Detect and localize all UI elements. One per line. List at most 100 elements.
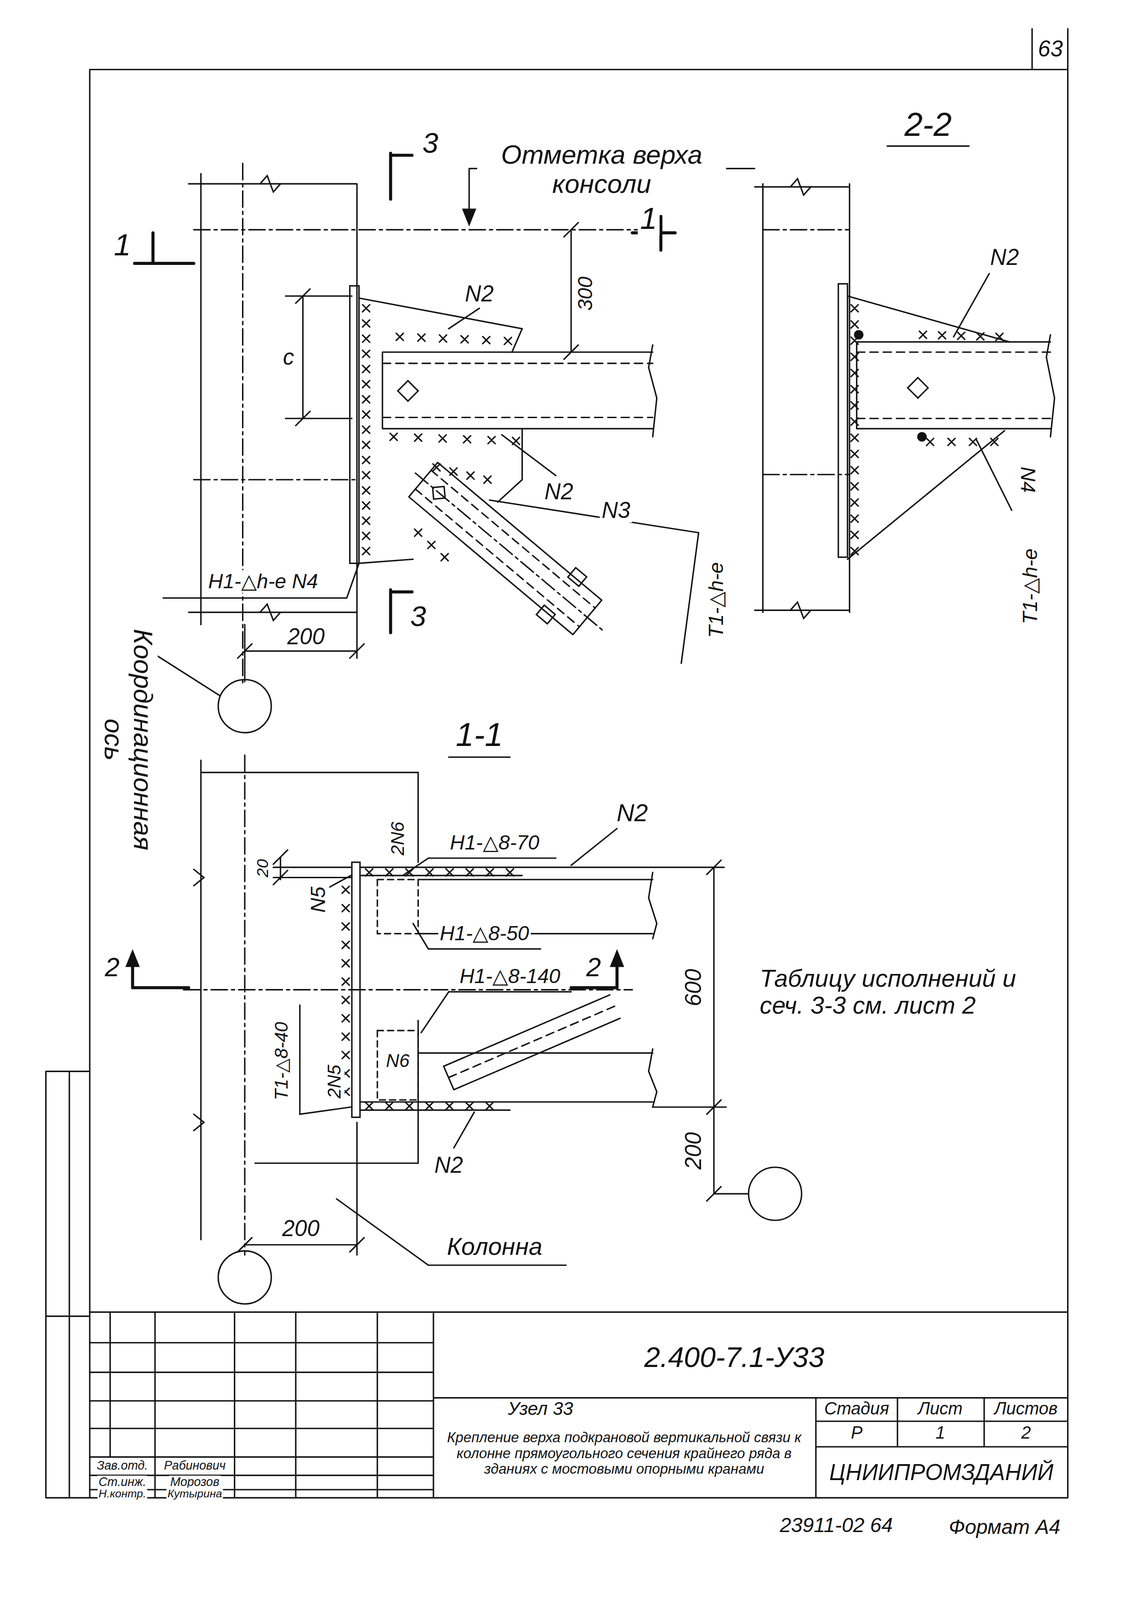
- sheet-number: 63: [1036, 36, 1065, 62]
- weld-marks-part: [365, 1102, 494, 1110]
- main-view-part: [382, 345, 657, 437]
- weld-symbol: Т1-△h-е: [704, 560, 728, 640]
- section-2-2-part: [763, 229, 850, 475]
- weld-symbol: Н1-△8-50: [438, 922, 531, 945]
- weld-marks-part: [851, 304, 859, 555]
- title-block: [89, 1311, 1069, 1498]
- organization: ЦНИИПРОМЗДАНИЙ: [827, 1459, 1055, 1484]
- main-view: [134, 153, 755, 733]
- main-view-part-part: [415, 473, 603, 631]
- sheet-code: 23911-02 64: [778, 1513, 895, 1536]
- callout-number: N2: [614, 799, 651, 827]
- weld-symbol: Н1-△8-70: [448, 830, 542, 854]
- section-2-2: [754, 145, 1055, 619]
- weld-marks-part: [414, 528, 449, 561]
- section-1-1-part: [448, 1005, 615, 1078]
- section-2-2-part: [856, 334, 1055, 437]
- weld-marks-part: [919, 330, 1003, 341]
- drawing-title: Крепление верха подкрановой вертикальной…: [439, 1429, 809, 1477]
- weld-symbol: Т1-△8-40: [271, 1020, 292, 1102]
- main-view-part: [395, 449, 623, 654]
- note: Таблицу исполнений и сеч. 3-3 см. лист 2: [758, 964, 1058, 1019]
- main-view-part: [193, 163, 643, 684]
- table-cell: Лист: [916, 1398, 965, 1419]
- section-mark: 2: [102, 952, 122, 982]
- table-cell: Н.контр.: [97, 1486, 147, 1500]
- level-note: Отметка верха консоли: [477, 139, 727, 199]
- dimension-text: 200: [285, 624, 327, 649]
- section-2-2-part: [838, 283, 848, 558]
- section-1-1-part: [351, 861, 361, 1117]
- main-view-part: [390, 153, 413, 633]
- section-1-1-part: [299, 828, 618, 1148]
- sheet-frame: [46, 28, 1069, 1498]
- table-cell: Кутырина: [166, 1486, 223, 1500]
- section-mark: 2: [583, 952, 604, 982]
- section-1-1-part: [336, 1198, 566, 1265]
- weld-marks-part: [362, 304, 370, 555]
- section-2-2-part: [754, 178, 850, 619]
- section-1-1-part: [360, 866, 725, 1110]
- weld-marks-part: [926, 438, 999, 446]
- section-1-1-part: [377, 1030, 418, 1100]
- callout-number: N6: [384, 1050, 412, 1071]
- section-1-1-part: [126, 950, 624, 967]
- dimension-text: 20: [254, 857, 273, 879]
- table-cell: Зав.отд.: [95, 1458, 149, 1473]
- main-view-part: [349, 285, 359, 564]
- weld-marks-part: [433, 463, 492, 484]
- weld-symbol: Н1-△h-е N4: [206, 570, 320, 593]
- section-2-2-part: [887, 145, 970, 147]
- table-cell: Стадия: [822, 1398, 891, 1419]
- drawing-title: Узел 33: [506, 1398, 575, 1419]
- dimension-text: 200: [681, 1130, 706, 1172]
- section-1-1-part: [132, 964, 618, 988]
- callout-number: N2: [542, 479, 576, 504]
- main-view-part-part: [567, 567, 587, 587]
- weld-symbol: Т1-△h-е: [1018, 546, 1042, 626]
- section-2-2-part: [847, 295, 1010, 559]
- section-1-1-part: [448, 756, 510, 758]
- section-1-1-part: [183, 754, 633, 1255]
- document-code: 2.400-7.1-У33: [641, 1340, 827, 1373]
- section-mark: 3: [420, 127, 441, 159]
- view-title: 1-1: [453, 716, 506, 753]
- section-1-1-part: [748, 1166, 802, 1220]
- main-view-part: [382, 363, 653, 418]
- section-1-1-part: [443, 994, 620, 1090]
- dimension-text: 600: [681, 966, 706, 1008]
- main-view-part: [153, 652, 221, 696]
- section-mark: 3: [407, 600, 429, 632]
- main-view-part: [134, 216, 676, 264]
- main-view-part: [218, 679, 272, 733]
- weld-marks-part: [396, 333, 512, 345]
- table-cell: 1: [933, 1423, 947, 1443]
- dimension-text: с: [281, 344, 296, 370]
- callout-number: N2: [463, 281, 496, 306]
- main-view-part: [163, 308, 699, 664]
- section-1-1-part: [218, 1250, 272, 1304]
- section-2-2-part: [854, 330, 863, 339]
- section-2-2-part: [856, 351, 1051, 418]
- section-1-1: [126, 754, 802, 1304]
- section-1-1-part: [652, 860, 749, 1201]
- callout-number: N2: [432, 1152, 465, 1177]
- section-1-1-part: [377, 879, 418, 934]
- section-mark: 1: [111, 227, 134, 262]
- part-name: Колонна: [444, 1233, 545, 1260]
- section-2-2-part: [907, 377, 929, 398]
- sheet-format: Формат А4: [947, 1515, 1063, 1538]
- callout-number: 2N6: [387, 820, 408, 857]
- section-2-2-part: [953, 273, 1012, 511]
- section-1-1-part: [273, 849, 352, 885]
- sheet-frame-part: [46, 28, 1069, 1498]
- weld-symbol: Н1-△8-140: [458, 964, 563, 988]
- main-view-part: [463, 209, 476, 225]
- section-mark: 1: [637, 201, 660, 236]
- callout-number: N4: [1016, 464, 1040, 494]
- table-cell: Рабинович: [163, 1458, 228, 1473]
- weld-marks-part: [390, 433, 520, 445]
- main-view-part: [237, 612, 364, 682]
